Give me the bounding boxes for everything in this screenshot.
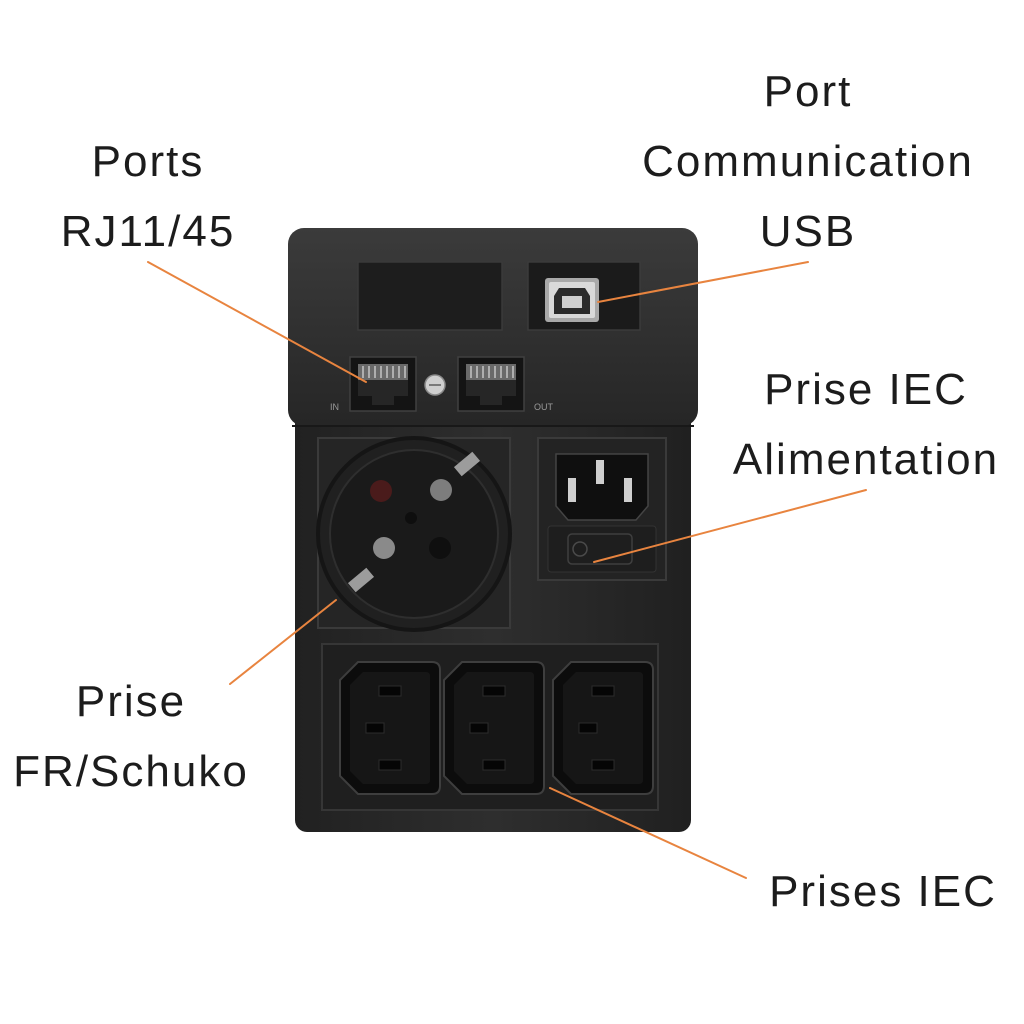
annotation-schuko-outlet: Prise FR/Schuko	[13, 677, 249, 796]
iec-inlet	[547, 453, 657, 573]
annotation-usb-port-line-3: USB	[760, 207, 856, 256]
iec-inlet-pin-right	[624, 478, 632, 502]
fuse-holder-area	[547, 525, 657, 573]
rj-port-in-latch	[372, 396, 394, 405]
iec-inlet-pin-earth	[596, 460, 604, 484]
iec-outlet-slot-top	[591, 685, 615, 697]
leader-line-usb-port	[597, 261, 809, 303]
iec-outlet-slot-top	[378, 685, 402, 697]
iec-outlet-3	[552, 661, 654, 795]
schuko-earth-clip-top	[453, 451, 481, 477]
iec-outlet-slot-bottom	[482, 759, 506, 771]
rj-port-out-contacts	[470, 366, 514, 378]
blank-label-area	[357, 261, 503, 331]
iec-outlet-face	[563, 672, 643, 784]
annotation-iec-outlets-line-1: Prises IEC	[769, 867, 997, 916]
annotation-usb-port-line-1: Port	[764, 67, 853, 116]
schuko-inner-cup	[329, 449, 499, 619]
schuko-hole-bottom-right	[429, 537, 451, 559]
annotation-rj-ports: Ports RJ11/45	[61, 137, 236, 256]
ups-device: IN OUT	[288, 228, 698, 832]
rj-in-label: IN	[330, 402, 339, 412]
leader-line-schuko-outlet	[229, 599, 337, 685]
schuko-outlet	[316, 436, 512, 632]
rj-out-label: OUT	[534, 402, 554, 412]
leader-line-iec-inlet	[593, 489, 867, 563]
annotation-usb-port: Port Communication USB	[642, 67, 974, 256]
iec-outlet-slot-earth	[578, 722, 598, 734]
iec-outlet-slot-top	[482, 685, 506, 697]
usb-b-port	[545, 278, 599, 322]
ground-screw	[424, 374, 446, 396]
annotation-iec-outlets: Prises IEC	[769, 867, 997, 916]
iec-outlet-slot-bottom	[591, 759, 615, 771]
rj-port-in-contacts	[362, 366, 406, 378]
iec-outlet-face	[454, 672, 534, 784]
schuko-center-hole	[405, 512, 417, 524]
rj-port-in-cavity	[358, 380, 408, 396]
iec-outlet-2	[443, 661, 545, 795]
annotation-rj-ports-line-1: Ports	[92, 137, 205, 186]
annotation-schuko-outlet-line-1: Prise	[76, 677, 186, 726]
iec-inlet-socket	[555, 453, 649, 521]
rj-port-out-cavity	[466, 380, 516, 396]
iec-outlet-slot-bottom	[378, 759, 402, 771]
leader-line-iec-outlets	[549, 787, 747, 879]
iec-outlet-1	[339, 661, 441, 795]
iec-outlet-slot-earth	[365, 722, 385, 734]
schuko-hole-top-right	[430, 479, 452, 501]
rj-port-in	[349, 356, 417, 412]
fuse-holder-knob	[572, 541, 588, 557]
annotation-schuko-outlet-line-2: FR/Schuko	[13, 747, 249, 796]
rj-port-in-contacts-area	[358, 364, 408, 380]
rj-port-out-latch	[480, 396, 502, 405]
schuko-earth-clip-bottom	[347, 567, 375, 593]
schuko-hole-bottom-left	[373, 537, 395, 559]
schuko-hole-top-left	[370, 480, 392, 502]
fuse-holder	[567, 533, 633, 565]
annotation-iec-inlet-line-2: Alimentation	[733, 435, 999, 484]
annotation-rj-ports-line-2: RJ11/45	[61, 207, 236, 256]
annotation-usb-port-line-2: Communication	[642, 137, 974, 186]
iec-outlet-face	[350, 672, 430, 784]
iec-inlet-pin-left	[568, 478, 576, 502]
usb-port-tongue	[562, 296, 582, 308]
iec-outlet-slot-earth	[469, 722, 489, 734]
annotation-iec-inlet: Prise IEC Alimentation	[733, 365, 999, 484]
annotation-iec-inlet-line-1: Prise IEC	[764, 365, 968, 414]
leader-line-rj-ports	[147, 261, 367, 383]
rj-port-out-contacts-area	[466, 364, 516, 380]
rj-port-out	[457, 356, 525, 412]
